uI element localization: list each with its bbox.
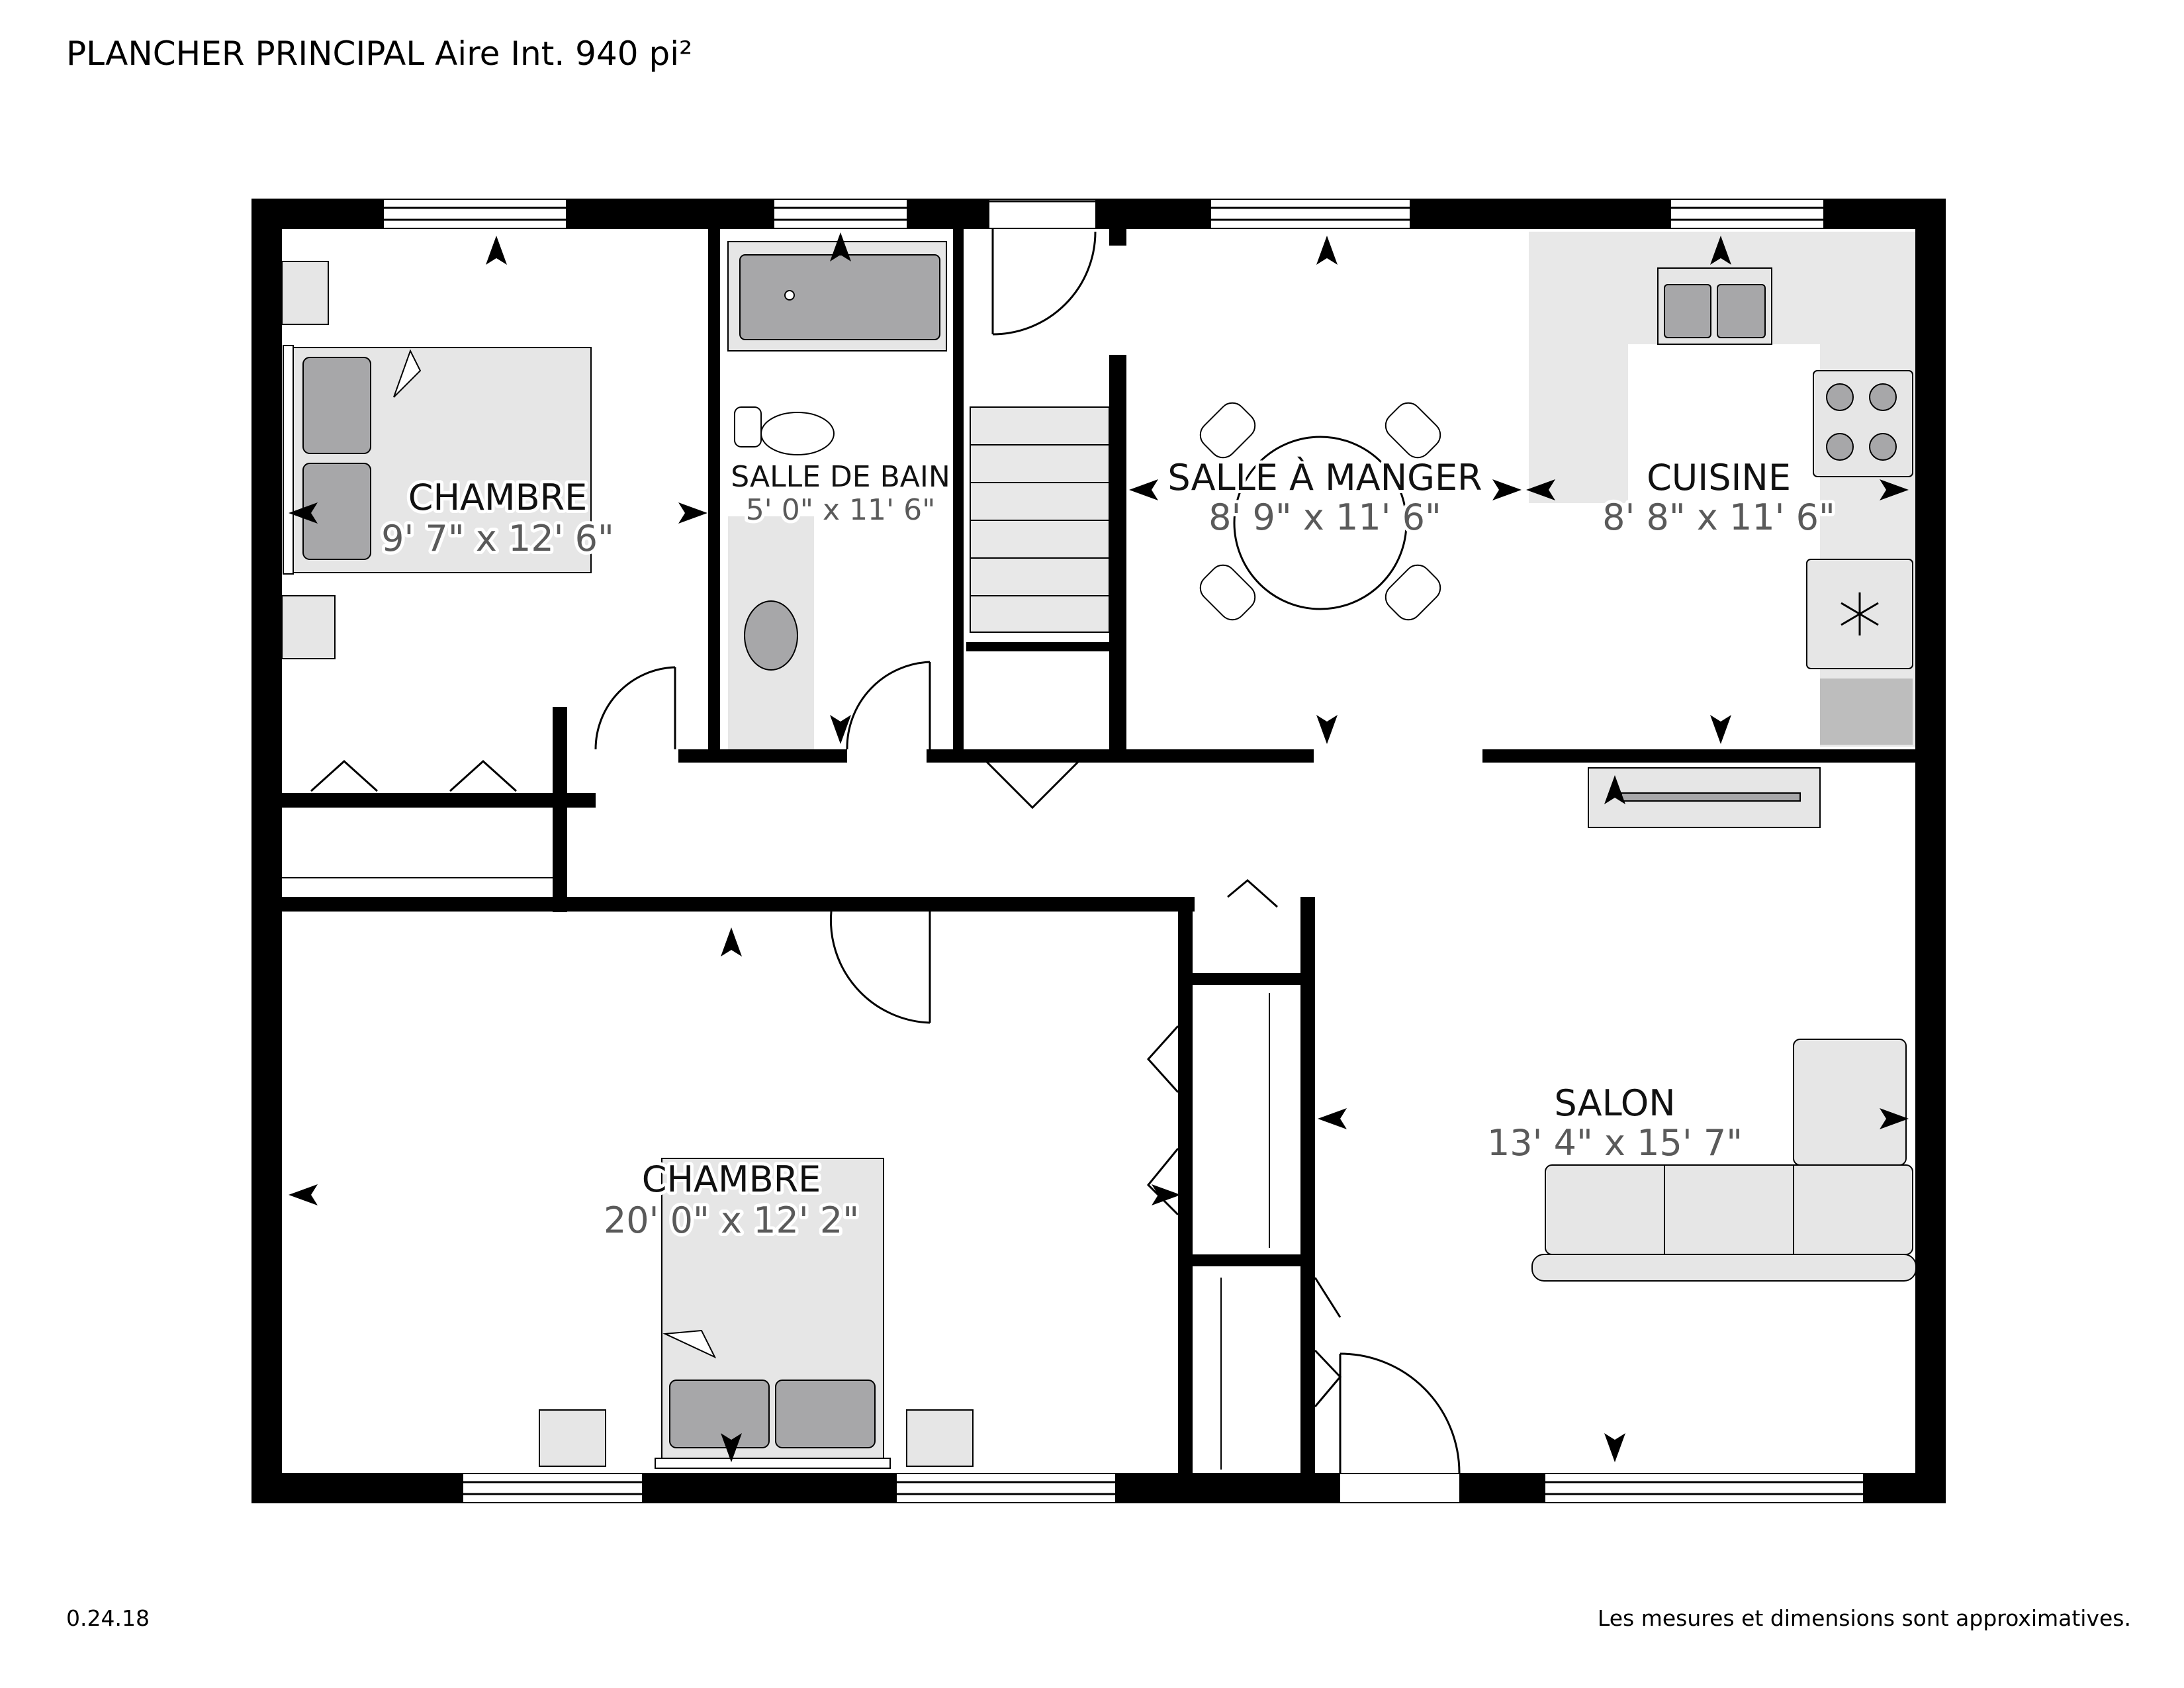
window-top-manger bbox=[1211, 200, 1410, 228]
room-dims-chambre-2: 20' 0" x 12' 2" bbox=[604, 1199, 859, 1241]
camera-marker-icon bbox=[1316, 236, 1338, 265]
room-dims-salon: 13' 4" x 15' 7" bbox=[1487, 1122, 1743, 1164]
window-top-chambre bbox=[384, 200, 566, 228]
room-dims-salle-de-bain: 5' 0" x 11' 6" bbox=[746, 493, 936, 527]
staircase bbox=[970, 406, 1110, 633]
room-name-chambre-1: CHAMBRE bbox=[408, 477, 588, 518]
camera-marker-icon bbox=[1492, 479, 1522, 500]
camera-marker-icon bbox=[1604, 1433, 1625, 1462]
camera-marker-icon bbox=[486, 236, 507, 265]
tv-console bbox=[1588, 767, 1821, 828]
closet-rods bbox=[282, 877, 1270, 1470]
window-bottom-salon bbox=[1545, 1474, 1863, 1502]
kitchen-fixtures bbox=[1529, 232, 1915, 747]
room-name-chambre-2: CHAMBRE bbox=[642, 1158, 821, 1200]
interior-walls bbox=[271, 229, 1946, 1479]
room-dims-chambre-1: 9' 7" x 12' 6" bbox=[381, 518, 614, 559]
camera-marker-icon bbox=[1710, 715, 1731, 744]
camera-marker-icon bbox=[1129, 479, 1158, 500]
camera-marker-icon bbox=[721, 927, 742, 957]
camera-marker-icon bbox=[678, 502, 707, 524]
room-name-cuisine: CUISINE bbox=[1647, 457, 1791, 498]
chambre2-furniture bbox=[539, 1158, 974, 1469]
room-name-salon: SALON bbox=[1554, 1082, 1675, 1124]
window-bottom-chambre-right bbox=[897, 1474, 1115, 1502]
disclaimer-note: Les mesures et dimensions sont approxima… bbox=[1597, 1605, 2131, 1631]
version-label: 0.24.18 bbox=[66, 1605, 150, 1631]
window-bottom-chambre-left bbox=[463, 1474, 642, 1502]
room-name-salle-a-manger: SALLE À MANGER bbox=[1167, 457, 1482, 498]
camera-marker-icon bbox=[1318, 1108, 1347, 1129]
room-name-salle-de-bain: SALLE DE BAIN bbox=[731, 460, 950, 494]
camera-marker-icon bbox=[1316, 715, 1338, 744]
chambre1-furniture bbox=[281, 261, 592, 659]
doors bbox=[310, 229, 1461, 1474]
sofa bbox=[1531, 1039, 1917, 1282]
window-top-bain bbox=[774, 200, 907, 228]
room-dims-salle-a-manger: 8' 9" x 11' 6" bbox=[1208, 496, 1441, 538]
window-top-cuisine bbox=[1671, 200, 1823, 228]
dining-set bbox=[1199, 402, 1441, 621]
room-labels: CHAMBRE 9' 7" x 12' 6" SALLE DE BAIN 5' … bbox=[378, 453, 1839, 1244]
room-dims-cuisine: 8' 8" x 11' 6" bbox=[1602, 496, 1835, 538]
plan-title: PLANCHER PRINCIPAL Aire Int. 940 pi² bbox=[66, 34, 693, 73]
windows bbox=[384, 200, 1863, 1502]
camera-marker-icon bbox=[289, 1184, 318, 1205]
snowflake-icon bbox=[1841, 592, 1879, 635]
